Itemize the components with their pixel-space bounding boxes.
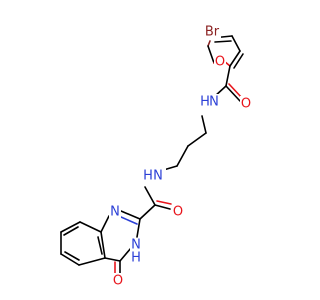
quinazoline-amide-oxygen-atom: O	[172, 204, 184, 220]
bond-c2-n3	[136, 218, 141, 238]
bond-c4-n3	[119, 247, 132, 262]
structure-diagram: Br O O H N H N O N N	[60, 24, 252, 289]
linker-nitrogen-label: N	[153, 169, 163, 184]
quinazoline-n1-atom: N	[109, 204, 121, 220]
linker-nh: H N	[142, 168, 166, 184]
atom-labels: Br O O H N H N O N N	[109, 24, 252, 289]
furan-amide-oxygen-label: O	[241, 97, 251, 112]
furan-oxygen-atom: O	[214, 54, 226, 70]
bonds	[60, 35, 244, 278]
furan-amide-oxygen-atom: O	[240, 96, 252, 112]
bond-c2-n1	[120, 210, 141, 220]
bond-c4-c5-double	[214, 40, 232, 43]
bond-c2-c3-double	[233, 53, 244, 69]
bond-c4a-c4	[104, 257, 121, 262]
bond-c2-camide	[225, 65, 231, 87]
bromine-label: Br	[205, 25, 220, 40]
bond-n-ch2a	[201, 115, 207, 134]
bond-c3-c4	[231, 35, 241, 52]
quinazoline-carbonyl-oxygen-label: O	[113, 274, 123, 289]
bond-c8a-c4a	[100, 231, 106, 259]
quinazoline-n1-label: N	[110, 205, 120, 220]
bond-c6-c5-double	[64, 251, 80, 261]
molecule-canvas: Br O O H N H N O N N	[60, 24, 252, 289]
linker-hydrogen-label: H	[143, 169, 153, 184]
bond-c8a-c4a-double	[97, 236, 103, 255]
furan-amide-nh: H N	[198, 94, 220, 110]
furan-oxygen-label: O	[215, 55, 225, 70]
bond-br-c5	[207, 40, 211, 47]
bond-camide-o	[225, 85, 241, 102]
bond-c6-c5	[60, 253, 80, 266]
furan-amide-hydrogen-label: H	[200, 95, 210, 110]
bond-c5-o1	[207, 45, 215, 64]
quinazoline-amide-oxygen-label: O	[173, 205, 183, 220]
bond-n1-c8a	[100, 215, 110, 233]
bond-ch2a-ch2b	[187, 132, 207, 147]
bond-c2-n1-double	[120, 216, 138, 225]
bond-camide2-c2	[139, 204, 156, 220]
bromine-atom: Br	[203, 24, 221, 40]
bond-ch2b-ch2c	[176, 145, 189, 167]
bond-c8-c7	[60, 221, 81, 233]
bond-camide2-o	[154, 204, 171, 210]
bond-camide-o-double	[228, 83, 243, 99]
quinazoline-n3-hydrogen-label: H	[131, 251, 141, 266]
furan-amide-nitrogen-label: N	[209, 95, 219, 110]
bond-c2-c3	[229, 50, 241, 67]
bond-c8a-c8	[79, 221, 102, 233]
quinazoline-n3-label: N	[131, 238, 141, 253]
bond-camide2-o-double	[156, 200, 172, 205]
bond-n-camide2	[144, 186, 156, 206]
quinazoline-carbonyl-oxygen-atom: O	[112, 273, 124, 289]
bond-c5-c4a	[78, 257, 106, 266]
quinazoline-n3-atom: N H	[130, 238, 142, 266]
bond-c8-c7-double	[63, 226, 79, 236]
